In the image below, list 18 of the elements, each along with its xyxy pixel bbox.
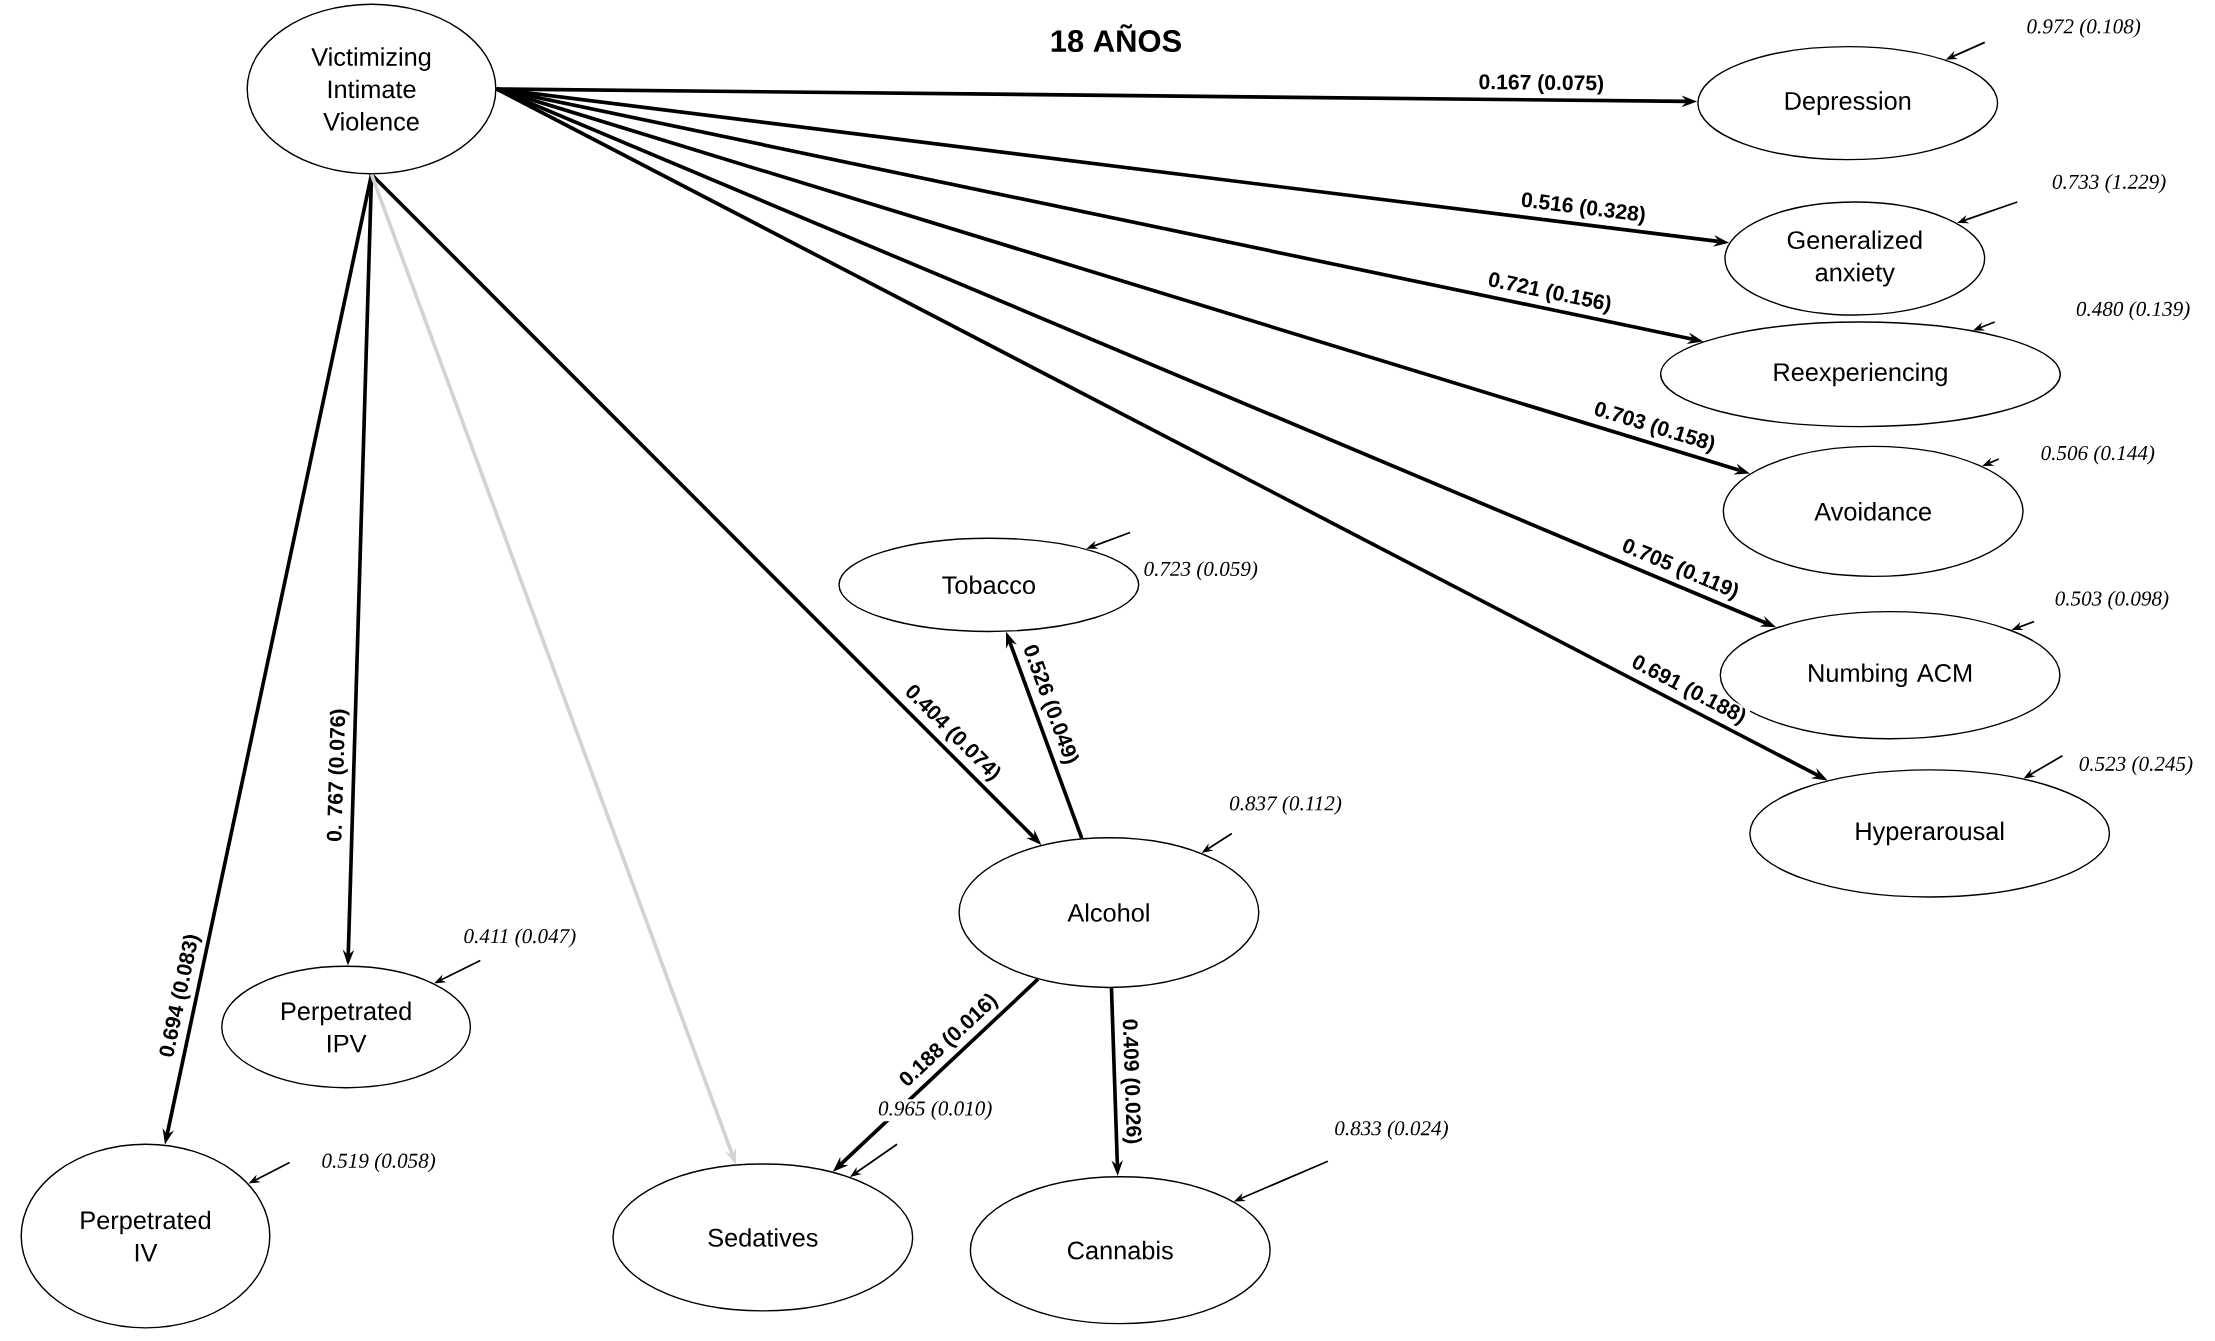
residual-variance: 0.503 (0.098): [2053, 589, 2171, 612]
path-coefficient: 0.694 (0.083): [156, 930, 205, 1062]
title: 18 AÑOS: [1051, 24, 1181, 53]
path-coefficient: 0. 767 (0.076): [324, 707, 352, 844]
residual-variance: 0.411 (0.047): [462, 927, 578, 950]
residual-variance: 0.965 (0.010): [876, 1099, 994, 1122]
residual-variance: 0.506 (0.144): [2039, 444, 2157, 467]
residual-variance: 0.480 (0.139): [2074, 300, 2192, 322]
path-coefficient: 0.516 (0.328): [1518, 189, 1649, 229]
path-coefficient: 0.409 (0.026): [1116, 1017, 1144, 1147]
residual-variance: 0.837 (0.112): [1227, 794, 1344, 817]
residual-variance: 0.723 (0.059): [1142, 559, 1260, 582]
residual-variance: 0.519 (0.058): [320, 1151, 438, 1174]
residual-variance: 0.733 (1.229): [2050, 172, 2168, 195]
residual-variance: 0.972 (0.108): [2025, 17, 2143, 40]
residual-variance: 0.833 (0.024): [1332, 1119, 1451, 1142]
path-coefficient: 0.167 (0.075): [1477, 72, 1606, 97]
path-coefficient: 0.721 (0.156): [1484, 269, 1615, 318]
